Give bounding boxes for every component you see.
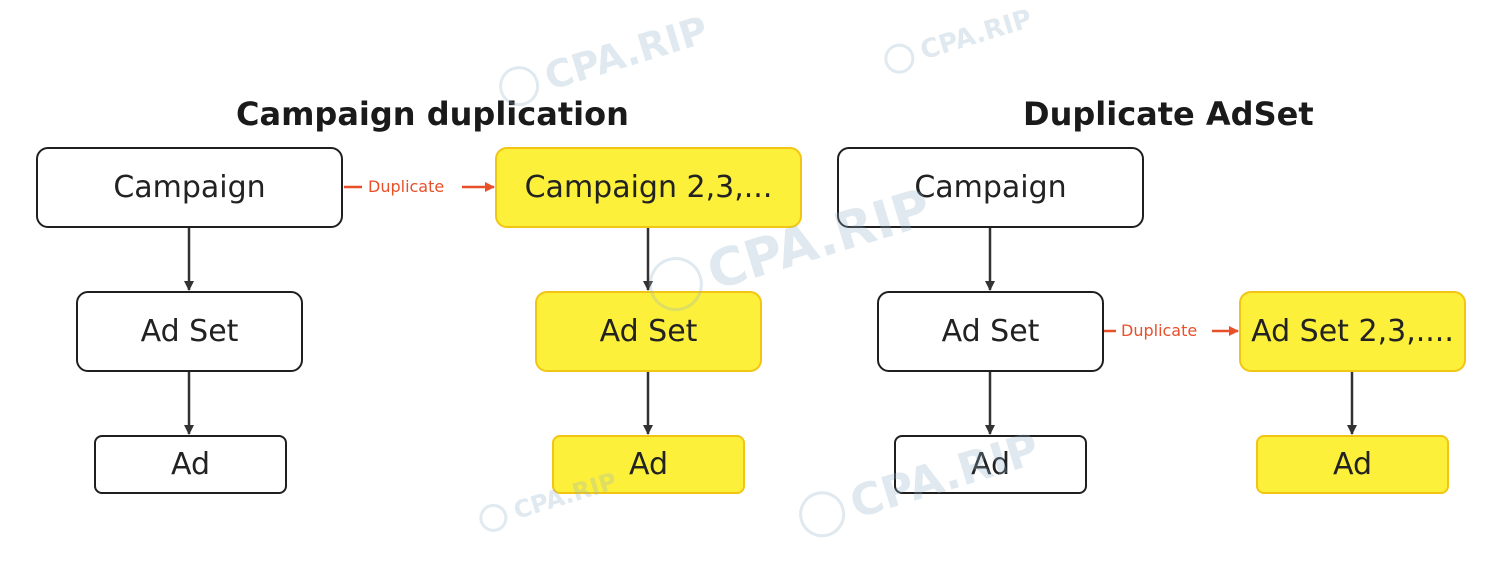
- title-campaign-duplication: Campaign duplication: [236, 95, 629, 133]
- title-duplicate-adset: Duplicate AdSet: [1023, 95, 1314, 133]
- duplicate-label-campaign: Duplicate: [366, 177, 447, 196]
- node-ad-set-copy: Ad Set: [535, 291, 762, 372]
- node-campaign-copies: Campaign 2,3,...: [495, 147, 802, 228]
- node-ad-copy-adset-diagram: Ad: [1256, 435, 1449, 494]
- node-ad-set: Ad Set: [76, 291, 303, 372]
- node-ad-adset-diagram: Ad: [894, 435, 1087, 494]
- duplicate-label-adset: Duplicate: [1119, 321, 1200, 340]
- node-campaign-adset-diagram: Campaign: [837, 147, 1144, 228]
- node-ad-set-adset-diagram: Ad Set: [877, 291, 1104, 372]
- node-campaign: Campaign: [36, 147, 343, 228]
- node-ad: Ad: [94, 435, 287, 494]
- node-ad-set-copies: Ad Set 2,3,....: [1239, 291, 1466, 372]
- node-ad-copy: Ad: [552, 435, 745, 494]
